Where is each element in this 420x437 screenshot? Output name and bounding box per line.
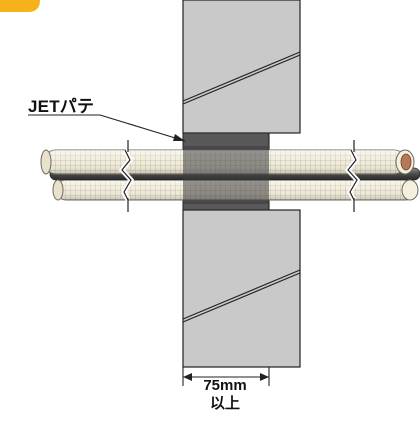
pipe-end-right <box>395 149 419 201</box>
pipe-end-left <box>40 149 64 201</box>
lower-wall <box>182 209 301 368</box>
dimension-qualifier: 以上 <box>209 395 240 412</box>
putty-over-pipes <box>183 146 269 204</box>
orange-corner-badge-icon <box>0 0 40 12</box>
dimension-line <box>182 367 270 386</box>
dimension-value: 75mm <box>203 377 247 394</box>
upper-wall <box>182 0 301 134</box>
zigzag-break-icon <box>118 140 135 212</box>
zigzag-break-icon <box>344 140 361 212</box>
jet-putty-label: JETパテ <box>28 97 95 116</box>
callout-leader <box>28 114 186 142</box>
dimension-label: 75mm 以上 <box>175 377 275 413</box>
